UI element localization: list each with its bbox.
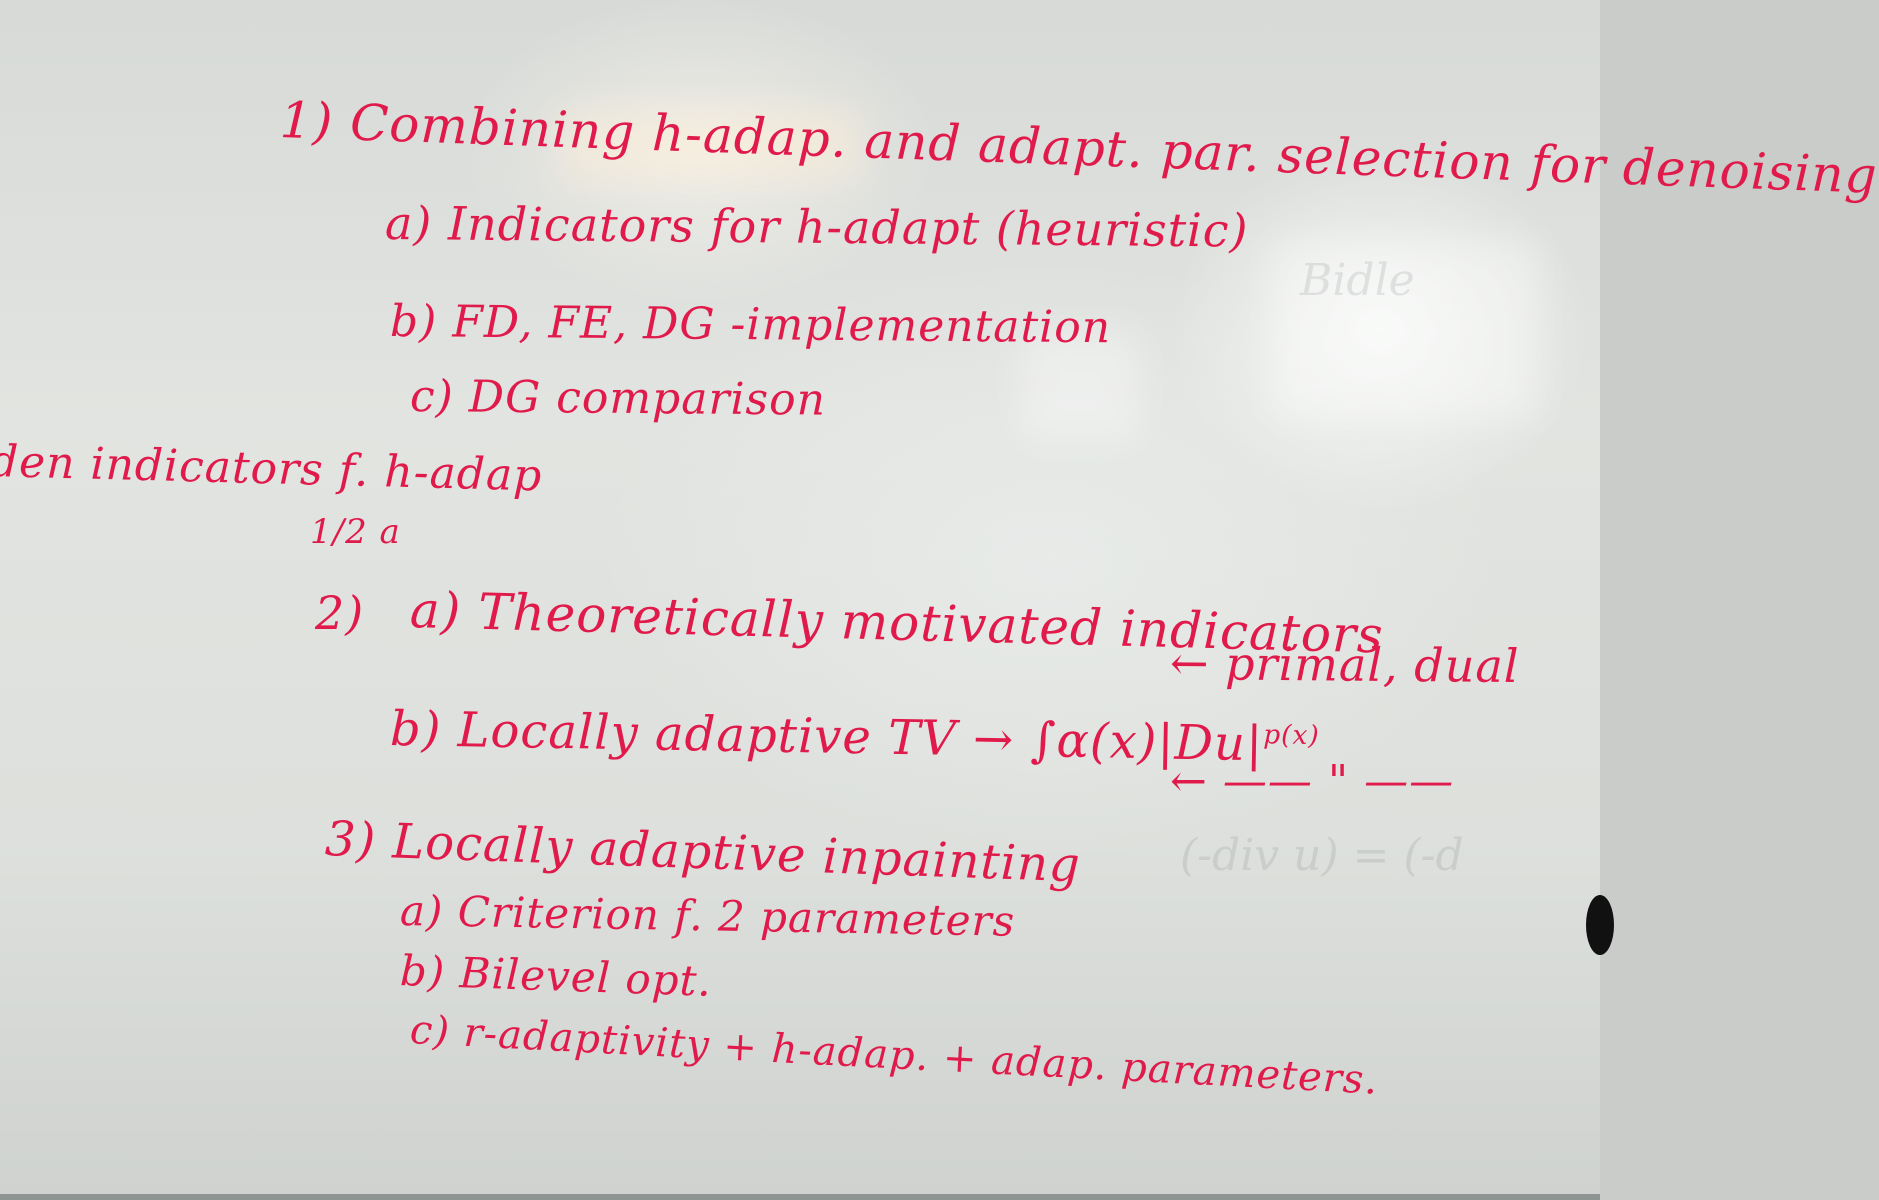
- board-frame: [0, 1194, 1600, 1200]
- item-3c: c) r-adaptivity + h-adap. + adap. parame…: [408, 1007, 1380, 1104]
- item-2b-superscript: p(x): [1263, 719, 1320, 752]
- light-reflection: [560, 110, 860, 180]
- item-1b: b) FD, FE, DG -implementation: [389, 296, 1112, 354]
- ghost-writing: Bidle: [1300, 255, 1415, 306]
- item-2b-text: b) Locally adaptive TV → ∫α(x)|Du|: [389, 701, 1264, 773]
- light-reflection: [1020, 330, 1140, 440]
- item-1a: a) Indicators for h-adapt (heuristic): [384, 196, 1249, 258]
- item-1-heading: 1) Combining h-adap. and adapt. par. sel…: [278, 91, 1879, 205]
- side-note: den indicators f. h-adap: [0, 436, 544, 502]
- item-1c: c) DG comparison: [409, 371, 827, 426]
- item-3-heading: 3) Locally adaptive inpainting: [324, 811, 1082, 894]
- item-2b-note: ← —— " ——: [1170, 756, 1455, 807]
- item-2-number: 2): [315, 586, 365, 640]
- ghost-writing: (-div u) = (-d: [1180, 830, 1464, 881]
- item-3a: a) Criterion f. 2 parameters: [399, 886, 1016, 946]
- side-note-fraction: 1/2 a: [310, 512, 401, 552]
- item-2a-note: ← primal, dual: [1169, 636, 1520, 694]
- light-reflection: [1270, 240, 1540, 420]
- item-3b: b) Bilevel opt.: [399, 946, 713, 1006]
- board-magnet: [1586, 895, 1614, 955]
